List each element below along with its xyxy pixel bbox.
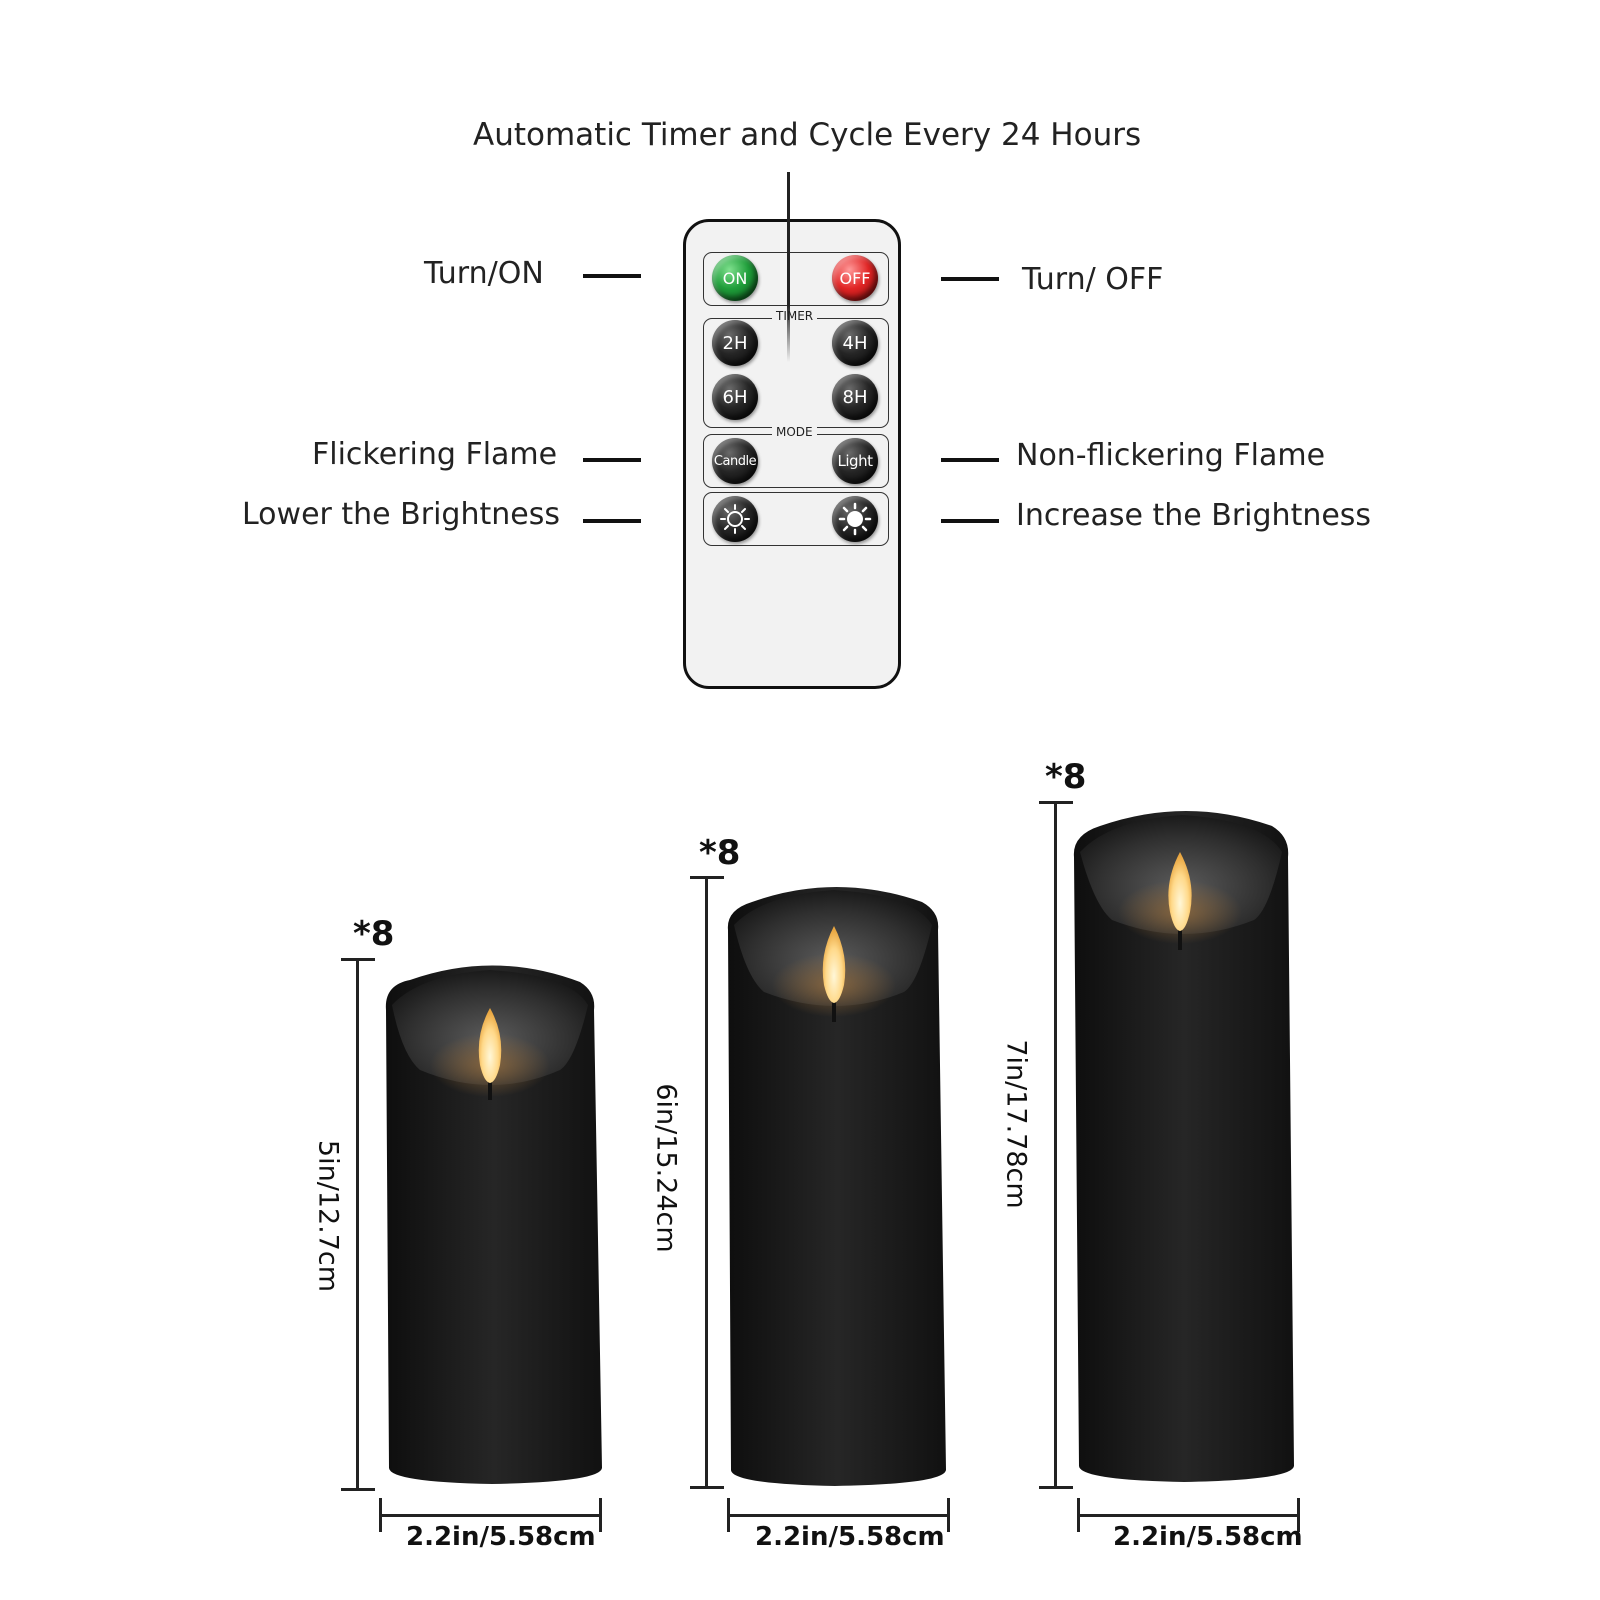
turn-off-label: Turn/ OFF: [1022, 262, 1164, 297]
flickering-flame-label: Flickering Flame: [312, 437, 558, 472]
candle-2-height-label: 6in/15.24cm: [650, 1083, 682, 1253]
timer-4h-button[interactable]: 4H: [832, 320, 878, 366]
sun-filled-icon: [838, 502, 872, 536]
candle-1-height-label: 5in/12.7cm: [312, 1139, 344, 1293]
brightness-up-button[interactable]: [832, 496, 878, 542]
candle-1-quantity: *8: [353, 914, 395, 954]
power-panel: [703, 252, 889, 306]
off-button[interactable]: OFF: [832, 255, 878, 301]
candle-2-width-label: 2.2in/5.58cm: [755, 1522, 945, 1552]
candle-3-width-line: [1077, 1514, 1299, 1517]
candle-3-height-label: 7in/17.78cm: [1000, 1039, 1032, 1209]
candle-mode-button[interactable]: Candle: [712, 438, 758, 484]
page-title: Automatic Timer and Cycle Every 24 Hours: [473, 117, 1142, 153]
turn-on-label: Turn/ON: [424, 256, 544, 291]
candle-1-width-line: [379, 1514, 601, 1517]
brightness-down-button[interactable]: [712, 496, 758, 542]
brightness-panel: [703, 492, 889, 546]
timer-2h-button[interactable]: 2H: [712, 320, 758, 366]
turn-on-leader: [583, 274, 641, 278]
candle-large: [1073, 811, 1294, 1482]
non-flickering-flame-label: Non-flickering Flame: [1016, 438, 1326, 473]
lower-brightness-leader: [583, 519, 641, 523]
candle-1-width-label: 2.2in/5.58cm: [406, 1522, 596, 1552]
candle-3-height-line: [1054, 801, 1057, 1488]
candle-2-quantity: *8: [699, 833, 741, 873]
candle-2-width-line: [727, 1514, 949, 1517]
sun-outline-icon: [720, 504, 750, 534]
timer-pointer-line: [787, 172, 790, 362]
candle-2-height-tick-bottom: [690, 1486, 724, 1489]
increase-brightness-leader: [941, 519, 999, 523]
candle-3-quantity: *8: [1045, 757, 1087, 797]
candle-2-width-tick-right: [947, 1498, 950, 1532]
on-button[interactable]: ON: [712, 255, 758, 301]
candle-3-width-label: 2.2in/5.58cm: [1113, 1522, 1303, 1552]
light-mode-button[interactable]: Light: [832, 438, 878, 484]
timer-8h-button[interactable]: 8H: [832, 374, 878, 420]
remote-control: ON OFF TIMER 2H 4H 6H 8H MODE Candle Lig…: [683, 219, 901, 689]
mode-title: MODE: [772, 425, 817, 439]
candle-small: [385, 965, 602, 1484]
candle-2-height-line: [705, 876, 708, 1488]
non-flickering-leader: [941, 458, 999, 462]
turn-off-leader: [941, 277, 999, 281]
lower-brightness-label: Lower the Brightness: [242, 497, 560, 532]
timer-title: TIMER: [772, 309, 818, 323]
candle-medium: [727, 887, 946, 1486]
candle-3-height-tick-bottom: [1039, 1486, 1073, 1489]
flickering-leader: [583, 458, 641, 462]
candle-1-height-tick-bottom: [341, 1488, 375, 1491]
candle-1-width-tick-right: [599, 1498, 602, 1532]
candle-3-width-tick-right: [1297, 1498, 1300, 1532]
timer-6h-button[interactable]: 6H: [712, 374, 758, 420]
increase-brightness-label: Increase the Brightness: [1016, 498, 1372, 533]
candle-1-height-line: [356, 958, 359, 1490]
